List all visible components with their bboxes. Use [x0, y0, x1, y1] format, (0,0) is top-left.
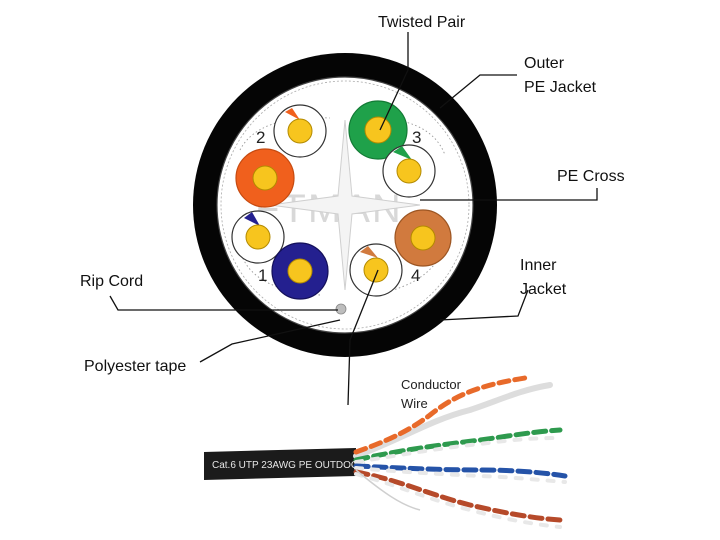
leader-rip-cord: [109, 295, 338, 311]
leader-conductor: [347, 269, 379, 406]
strand-white: [353, 382, 553, 459]
pair-1: [231, 210, 329, 300]
strand-green-white: [354, 436, 562, 464]
stripe-green: [393, 146, 412, 160]
strand-ripcord: [355, 469, 421, 511]
pe-cross-separator: [269, 119, 421, 291]
leader-pe-cross: [420, 188, 598, 201]
label-conductor-line1: Conductor: [401, 377, 461, 392]
cable-jacket: [204, 448, 356, 480]
conductor: [363, 257, 389, 283]
label-conductor-line2: Wire: [401, 396, 428, 411]
conductor: [364, 116, 392, 144]
label-polyester-tape: Polyester tape: [84, 358, 187, 375]
pair-number-3: 3: [412, 128, 421, 147]
label-inner-jacket-line2: Jacket: [520, 281, 567, 298]
conductor: [396, 158, 422, 184]
conductor: [245, 224, 271, 250]
polyester-tape-line: [220, 80, 470, 330]
pair-2: [235, 104, 327, 208]
label-inner-jacket-line1: Inner: [520, 257, 557, 274]
leader-inner-jacket: [439, 289, 529, 321]
pair-4: [349, 209, 452, 297]
strand-blue-white: [354, 466, 567, 484]
strand-brown: [353, 469, 563, 523]
leader-outer-jacket: [439, 74, 517, 109]
label-pe-cross: PE Cross: [557, 168, 625, 185]
strand-orange: [353, 375, 528, 455]
conductor: [287, 118, 313, 144]
stripe-brown: [360, 246, 378, 258]
pair-3: [348, 100, 436, 198]
strand-blue: [353, 463, 568, 479]
conductor: [252, 165, 278, 191]
strand-brown-white: [354, 472, 562, 529]
pair-number-1: 1: [258, 266, 267, 285]
label-outer-jacket-line1: Outer: [524, 55, 565, 72]
stripe-blue: [244, 212, 260, 226]
label-twisted-pair: Twisted Pair: [378, 14, 466, 31]
stripe-orange: [285, 108, 300, 120]
strand-green: [353, 427, 563, 463]
label-rip-cord: Rip Cord: [80, 273, 144, 290]
conductor: [410, 225, 436, 251]
conductor: [287, 258, 313, 284]
leader-lines: [109, 32, 598, 406]
pair-number-2: 2: [256, 128, 265, 147]
cable-print-text: Cat.6 UTP 23AWG PE OUTDOOR: [212, 460, 366, 471]
cable-illustration: Cat.6 UTP 23AWG PE OUTDOOR: [204, 375, 568, 529]
leader-twisted-pair: [379, 32, 409, 131]
pair-number-4: 4: [411, 266, 420, 285]
leader-polyester-tape: [199, 319, 341, 363]
rip-cord: [335, 303, 347, 315]
label-outer-jacket-line2: PE Jacket: [524, 79, 597, 96]
